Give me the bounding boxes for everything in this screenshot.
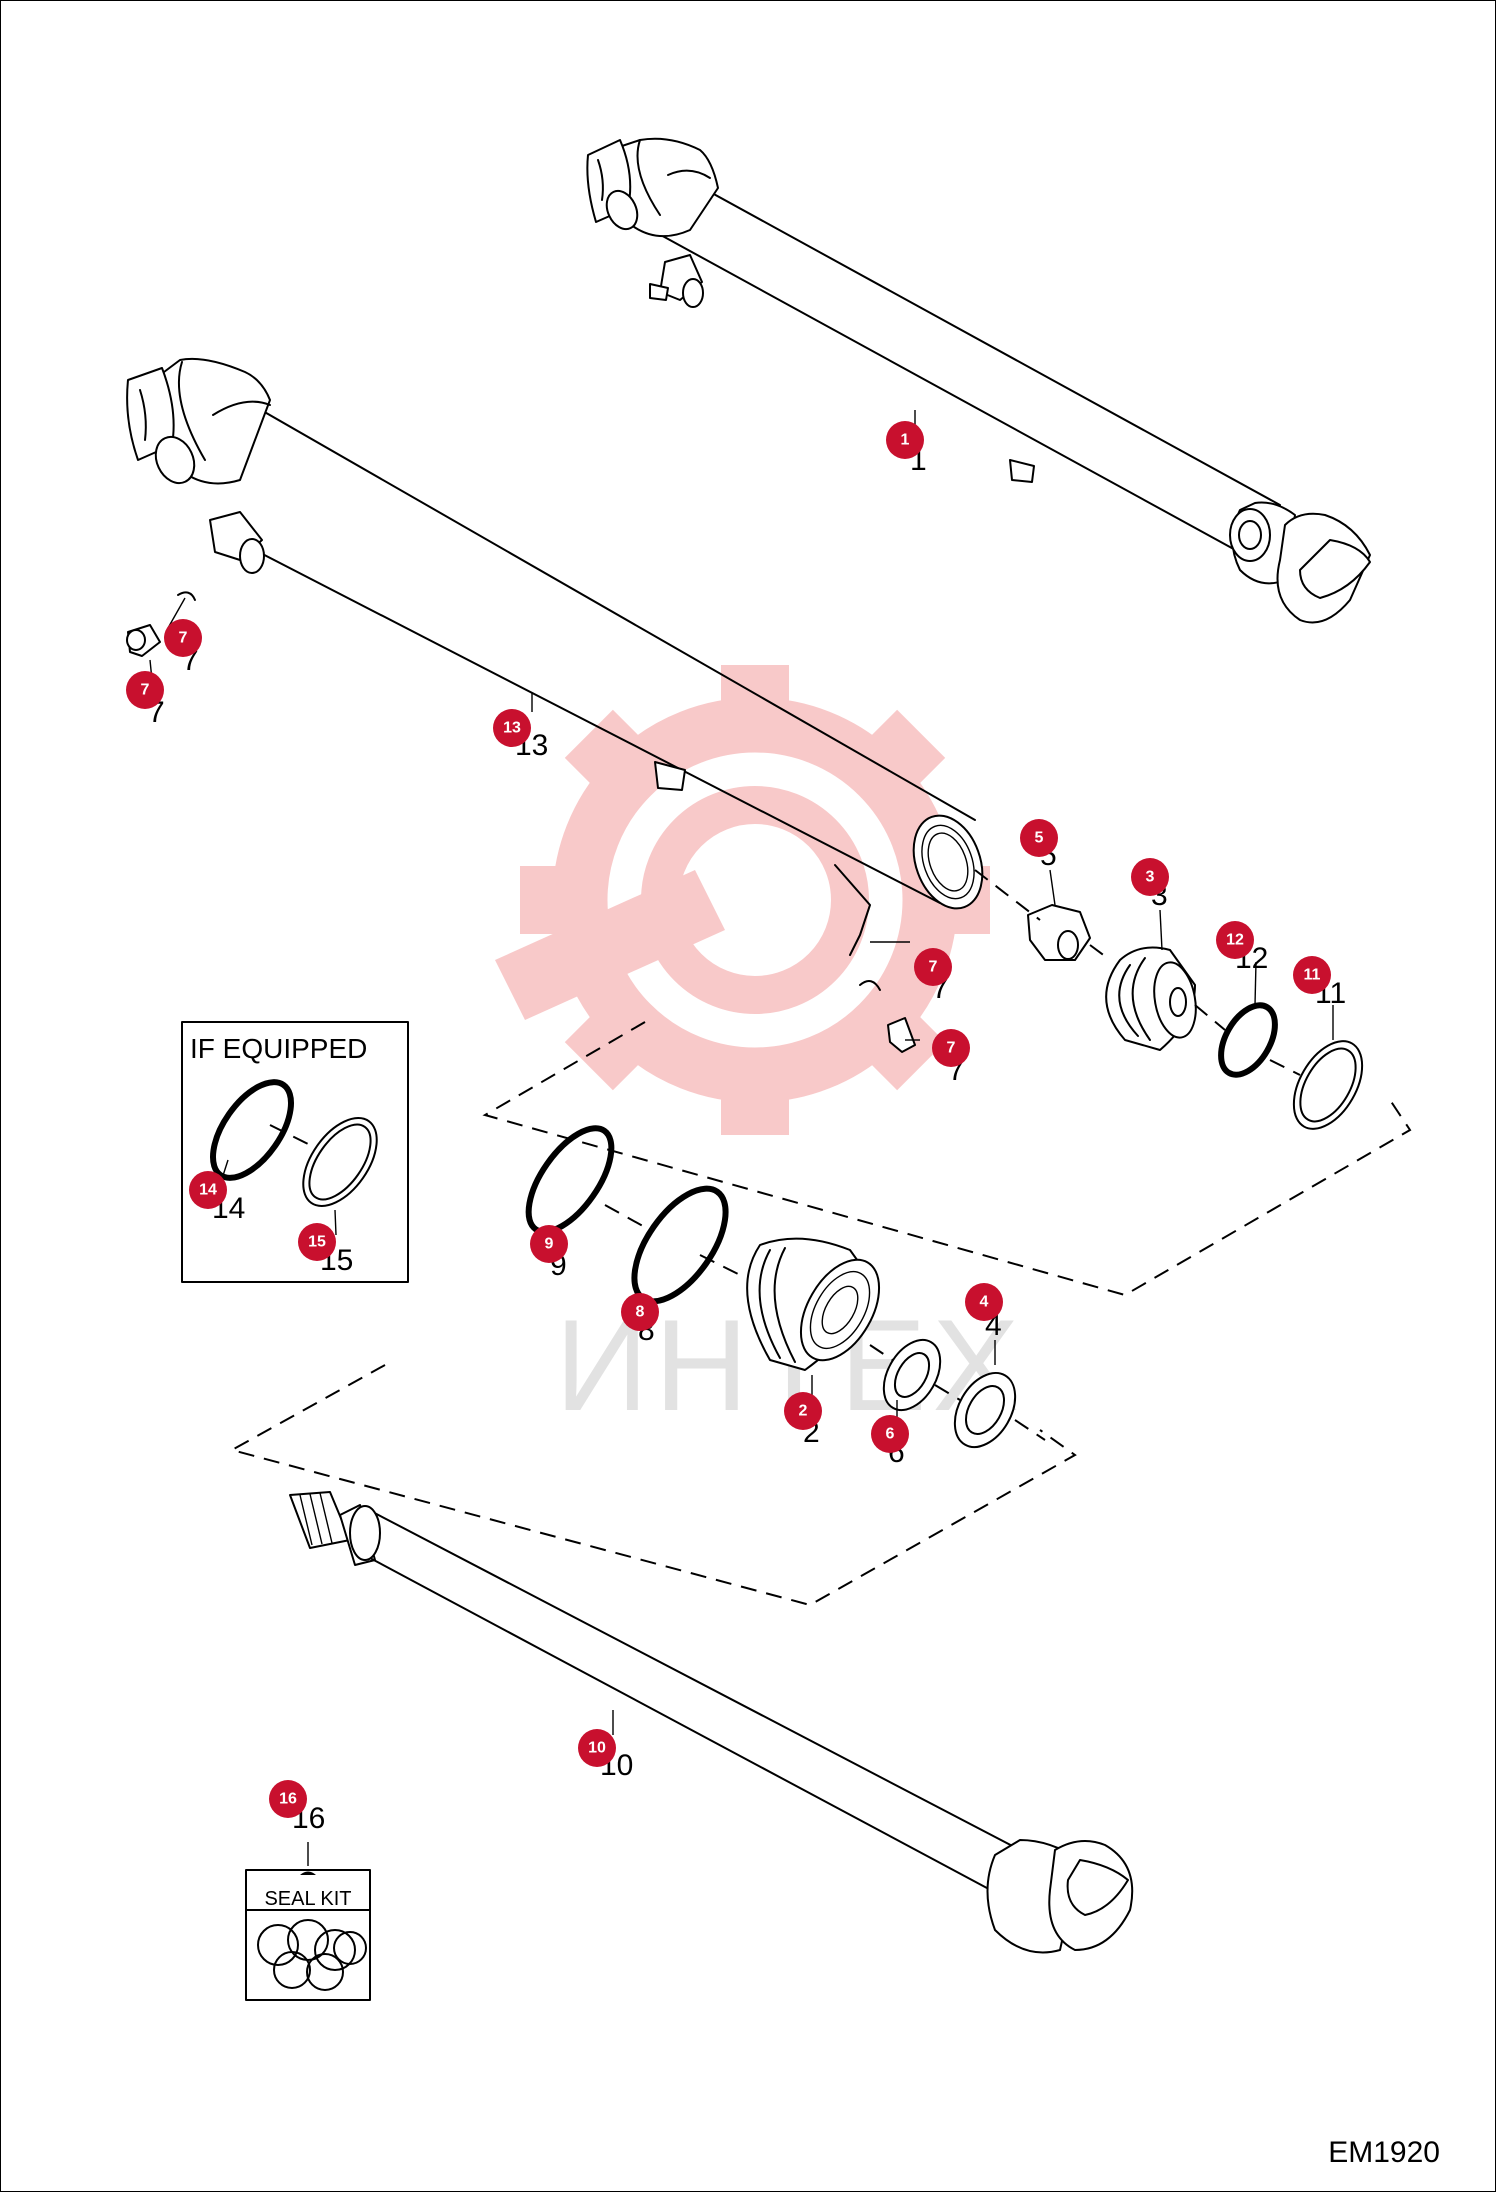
callout-badge-10[interactable]: 10 xyxy=(578,1729,616,1767)
svg-text:13: 13 xyxy=(503,720,521,737)
svg-text:10: 10 xyxy=(588,1740,606,1757)
callout-badge-5[interactable]: 5 xyxy=(1020,819,1058,857)
callout-badge-8[interactable]: 8 xyxy=(621,1293,659,1331)
cylinder-barrel-part-13 xyxy=(126,357,984,910)
wear-ring-part-6 xyxy=(882,1338,942,1412)
svg-text:9: 9 xyxy=(545,1236,554,1253)
cylinder-assembly-part-1 xyxy=(586,137,1371,624)
seal-kit-box: SEAL KIT xyxy=(245,1869,371,2001)
callout-badge-6[interactable]: 6 xyxy=(871,1415,909,1453)
svg-text:1: 1 xyxy=(901,432,910,449)
wiper-seal-part-4 xyxy=(953,1372,1017,1448)
callout-badge-13[interactable]: 13 xyxy=(493,709,531,747)
svg-text:5: 5 xyxy=(1035,830,1044,847)
backup-ring-part-15 xyxy=(302,1117,378,1207)
callout-badge-14[interactable]: 14 xyxy=(189,1171,227,1209)
svg-text:11: 11 xyxy=(1304,967,1321,984)
svg-text:6: 6 xyxy=(886,1426,895,1443)
o-ring-part-12 xyxy=(1218,1002,1278,1078)
nut-part-5 xyxy=(1027,904,1091,961)
callout-badge-1[interactable]: 1 xyxy=(886,421,924,459)
watermark-gear-logo xyxy=(495,665,990,1135)
callout-badge-12[interactable]: 12 xyxy=(1216,921,1254,959)
svg-text:12: 12 xyxy=(1226,932,1244,949)
svg-text:7: 7 xyxy=(929,959,938,976)
o-ring-part-14 xyxy=(209,1079,295,1181)
callout-badge-16[interactable]: 16 xyxy=(269,1780,307,1818)
if-equipped-label: IF EQUIPPED xyxy=(190,1033,367,1064)
svg-text:7: 7 xyxy=(141,682,150,699)
piston-part-3 xyxy=(1105,946,1197,1051)
seal-kit-label: SEAL KIT xyxy=(264,1888,351,1910)
fitting-part-7-upper xyxy=(126,591,196,657)
callout-badge-7-a[interactable]: 7 xyxy=(164,619,202,657)
callout-badge-11[interactable]: 11 xyxy=(1293,956,1331,994)
if-equipped-box: IF EQUIPPED xyxy=(181,1021,409,1283)
callout-badge-7-d[interactable]: 7 xyxy=(932,1029,970,1067)
fitting-part-7-lower xyxy=(859,980,916,1053)
callout-badge-9[interactable]: 9 xyxy=(530,1225,568,1263)
callout-badge-4[interactable]: 4 xyxy=(965,1283,1003,1321)
o-ring-part-9 xyxy=(525,1125,615,1235)
callout-badge-15[interactable]: 15 xyxy=(298,1223,336,1261)
svg-text:8: 8 xyxy=(636,1304,645,1321)
callout-badge-7-b[interactable]: 7 xyxy=(126,671,164,709)
assembly-outline-lower xyxy=(229,1364,1077,1607)
svg-text:14: 14 xyxy=(199,1182,217,1199)
svg-text:7: 7 xyxy=(179,630,188,647)
svg-text:15: 15 xyxy=(308,1234,326,1251)
callout-badge-3[interactable]: 3 xyxy=(1131,858,1169,896)
svg-text:7: 7 xyxy=(947,1040,956,1057)
piston-rod-part-10 xyxy=(289,1491,1134,1954)
svg-text:4: 4 xyxy=(980,1294,989,1311)
callout-badge-2[interactable]: 2 xyxy=(784,1392,822,1430)
svg-text:2: 2 xyxy=(799,1403,808,1420)
leader-lines xyxy=(149,410,1334,1866)
svg-text:16: 16 xyxy=(279,1791,297,1808)
callout-badge-7-c[interactable]: 7 xyxy=(914,948,952,986)
svg-text:3: 3 xyxy=(1146,869,1155,886)
backup-ring-part-11 xyxy=(1292,1040,1364,1130)
cylinder-head-part-2 xyxy=(746,1237,881,1371)
figure-code: EM1920 xyxy=(1328,2136,1440,2169)
